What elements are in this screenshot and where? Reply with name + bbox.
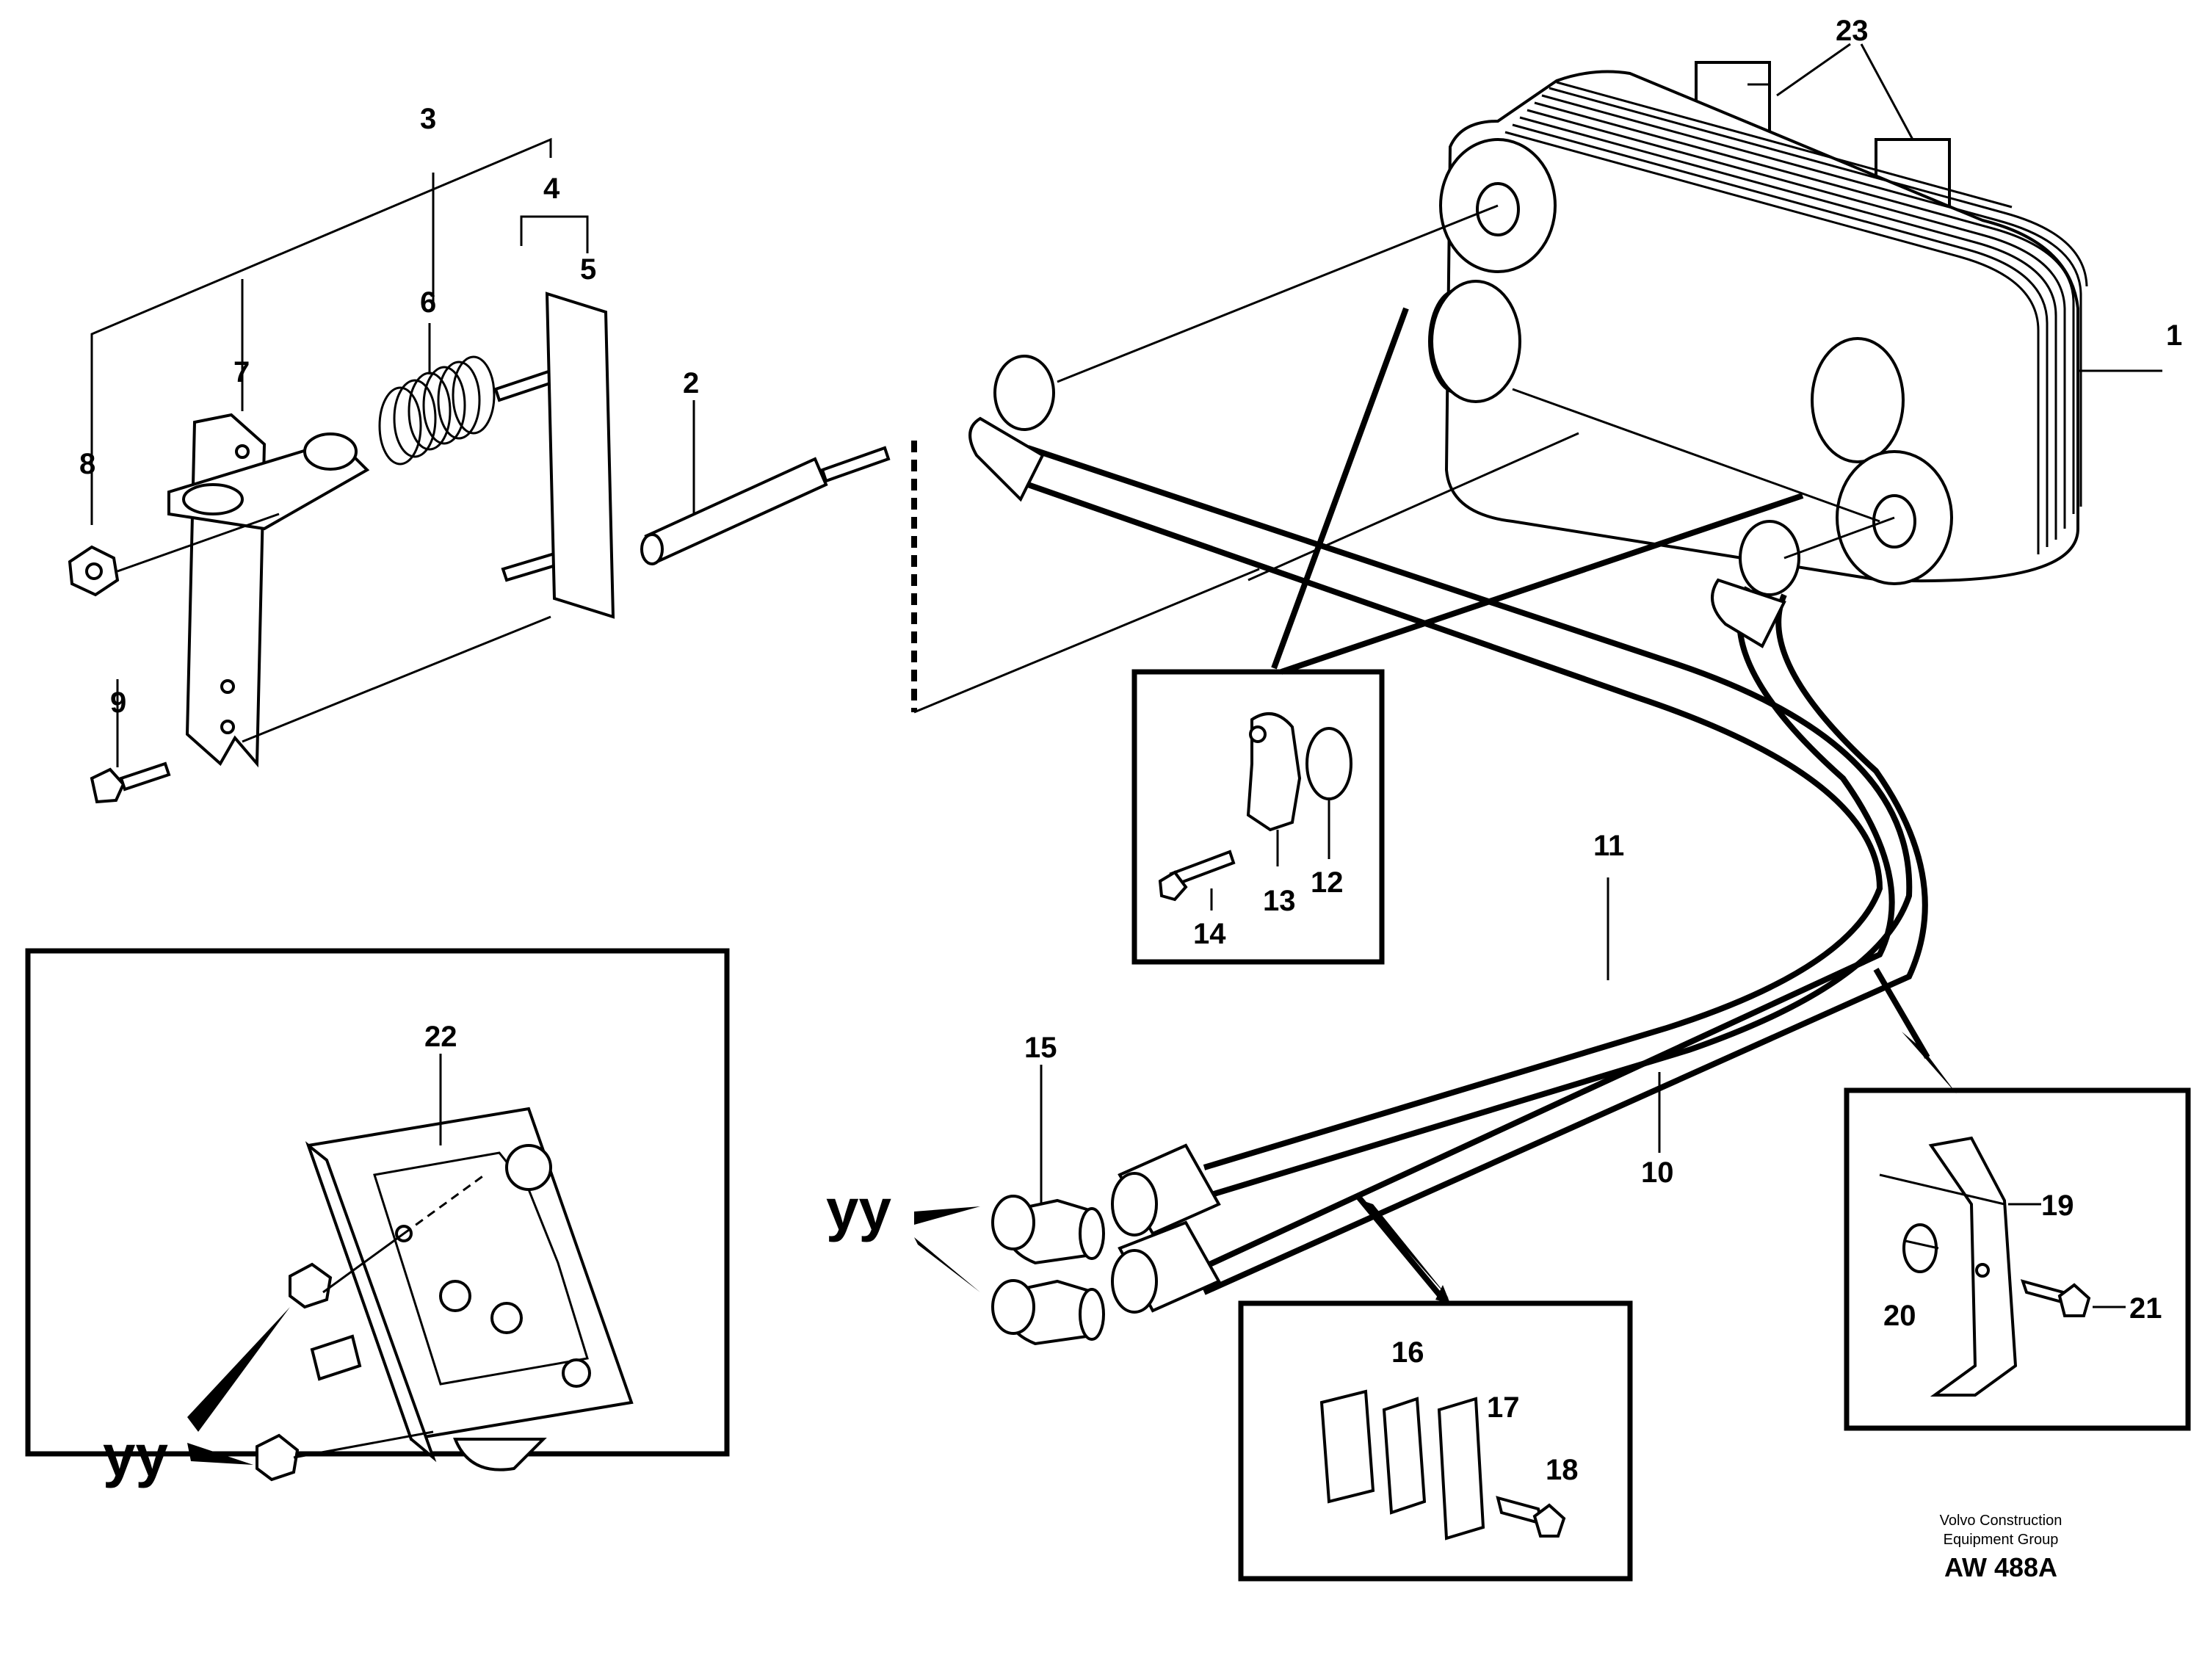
callout-5: 5 (580, 253, 596, 286)
callout-1: 1 (2166, 319, 2182, 352)
detail-valve-block-22 (25, 948, 730, 1482)
leaders-misc (1040, 43, 2005, 1206)
callout-15: 15 (1024, 1032, 1057, 1064)
callout-21: 21 (2129, 1292, 2162, 1325)
yy-marker-left: yy (103, 1423, 168, 1488)
oil-cooler (1428, 61, 2088, 585)
company-line-2: Equipment Group (1944, 1532, 2059, 1548)
callout-12: 12 (1311, 866, 1344, 899)
callout-11: 11 (1593, 830, 1624, 862)
callout-13: 13 (1263, 885, 1296, 917)
callout-18: 18 (1546, 1454, 1579, 1486)
callout-22: 22 (424, 1021, 457, 1053)
callout-17: 17 (1487, 1391, 1520, 1424)
detail-clamp-12-14 (1131, 307, 1804, 965)
cooler-fins (1504, 81, 2088, 554)
callout-2: 2 (683, 367, 699, 399)
detail-clamp-16-18 (1238, 1195, 1633, 1582)
callout-10: 10 (1641, 1156, 1674, 1189)
drawing-code: AW 488A (1944, 1552, 2057, 1582)
callout-16: 16 (1391, 1336, 1424, 1369)
reference-lines (1057, 204, 2162, 582)
footer-credit: Volvo Construction Equipment Group AW 48… (1940, 1513, 2062, 1582)
callout-labels: 1 2 3 4 5 6 7 8 9 10 11 12 13 14 15 16 1… (79, 15, 2182, 1486)
callout-6: 6 (420, 286, 436, 319)
callout-4: 4 (543, 173, 560, 205)
callout-23: 23 (1836, 15, 1869, 47)
callout-20: 20 (1883, 1300, 1916, 1332)
spring (378, 355, 496, 466)
yy-pointers-right (914, 1206, 980, 1292)
bracket-assembly (68, 137, 1260, 804)
hoses (968, 355, 1928, 1346)
callout-7: 7 (233, 356, 250, 388)
callout-14: 14 (1193, 918, 1226, 950)
company-line-1: Volvo Construction (1940, 1513, 2062, 1529)
callout-19: 19 (2041, 1190, 2074, 1222)
callout-9: 9 (110, 687, 126, 719)
yy-marker-right: yy (826, 1177, 891, 1242)
callout-3: 3 (420, 103, 436, 135)
callout-8: 8 (79, 448, 95, 480)
detail-bracket-19-21 (1844, 967, 2191, 1431)
